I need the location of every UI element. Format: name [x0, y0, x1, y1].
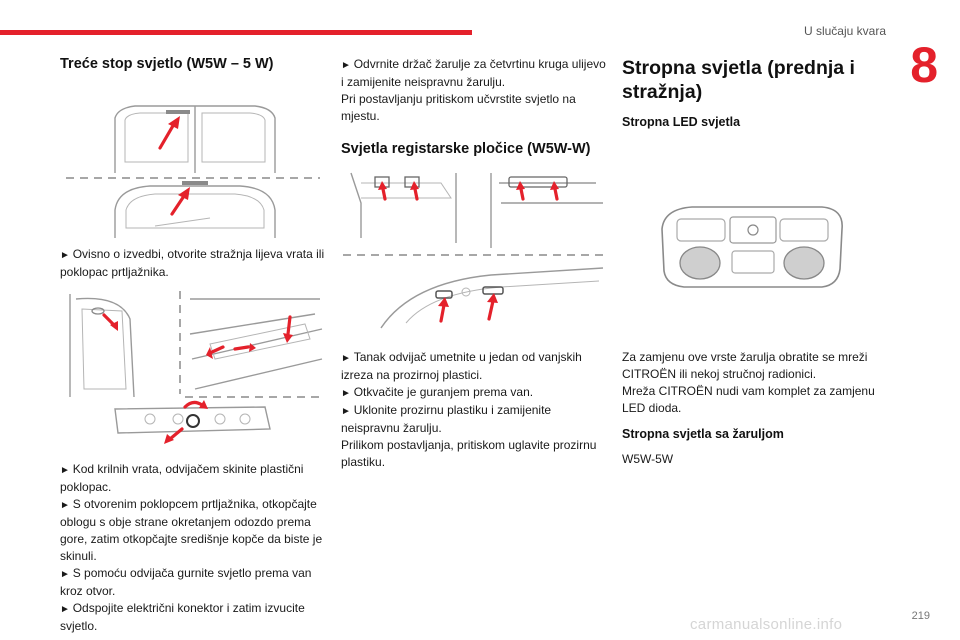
- step-unhook: Otkvačite je guranjem prema van.: [341, 384, 607, 402]
- page-number: 219: [911, 610, 930, 622]
- text-led-kit: Mreža CITROËN nudi vam komplet za zamjen…: [622, 383, 875, 415]
- note-refit-lens: Prilikom postavljanja, pritiskom uglavit…: [341, 438, 597, 469]
- step-insert-screwdriver: Tanak odvijač umetnite u jedan od vanjsk…: [341, 349, 607, 384]
- subheading-led-lights: Stropna LED svjetla: [622, 114, 741, 129]
- step-remove-cover: Kod krilnih vrata, odvijačem skinite pla…: [60, 461, 326, 496]
- section-heading-number-plate-lights: Svjetla registarske pločice (W5W-W): [341, 141, 591, 157]
- figure-rear-doors-brake-light: [66, 105, 320, 238]
- step-disconnect: Odspojite električni konektor i zatim iz…: [60, 600, 326, 635]
- note-refit-light: Pri postavljanju pritiskom učvrstite svj…: [341, 92, 576, 123]
- section-heading-third-brake-light: Treće stop svjetlo (W5W – 5 W): [60, 56, 274, 72]
- step-unclip-trim: S otvorenim poklopcem prtljažnika, otkop…: [60, 496, 326, 565]
- subheading-bulb-lights: Stropna svjetla sa žaruljom: [622, 426, 784, 441]
- figure-led-courtesy-light: [661, 205, 843, 288]
- chapter-number: 8: [910, 37, 938, 93]
- figure-brake-light-removal: [69, 291, 323, 444]
- text-led-network: Za zamjenu ove vrste žarulja obratite se…: [622, 349, 868, 381]
- figure-number-plate-lights: [343, 172, 604, 329]
- step-open-door: Ovisno o izvedbi, otvorite stražnja lije…: [60, 246, 326, 281]
- step-turn-bulb-holder: Odvrnite držač žarulje za četvrtinu krug…: [341, 56, 607, 91]
- column-third-brake-light: Treće stop svjetlo (W5W – 5 W) Ovisno o …: [60, 56, 326, 635]
- bulb-type: W5W-5W: [622, 451, 674, 466]
- column-courtesy-lights: Stropna svjetla (prednja i stražnja) Str…: [622, 56, 882, 468]
- step-replace-bulb: Uklonite prozirnu plastiku i zamijenite …: [341, 402, 607, 437]
- chapter-color-bar: [0, 30, 472, 35]
- section-heading-courtesy-lights: Stropna svjetla (prednja i stražnja): [622, 57, 855, 104]
- step-push-light: S pomoću odvijača gurnite svjetlo prema …: [60, 565, 326, 600]
- chapter-title: U slučaju kvara: [803, 24, 886, 38]
- watermark: carmanualsonline.info: [690, 616, 843, 633]
- column-number-plate-lights: Odvrnite držač žarulje za četvrtinu krug…: [341, 56, 607, 471]
